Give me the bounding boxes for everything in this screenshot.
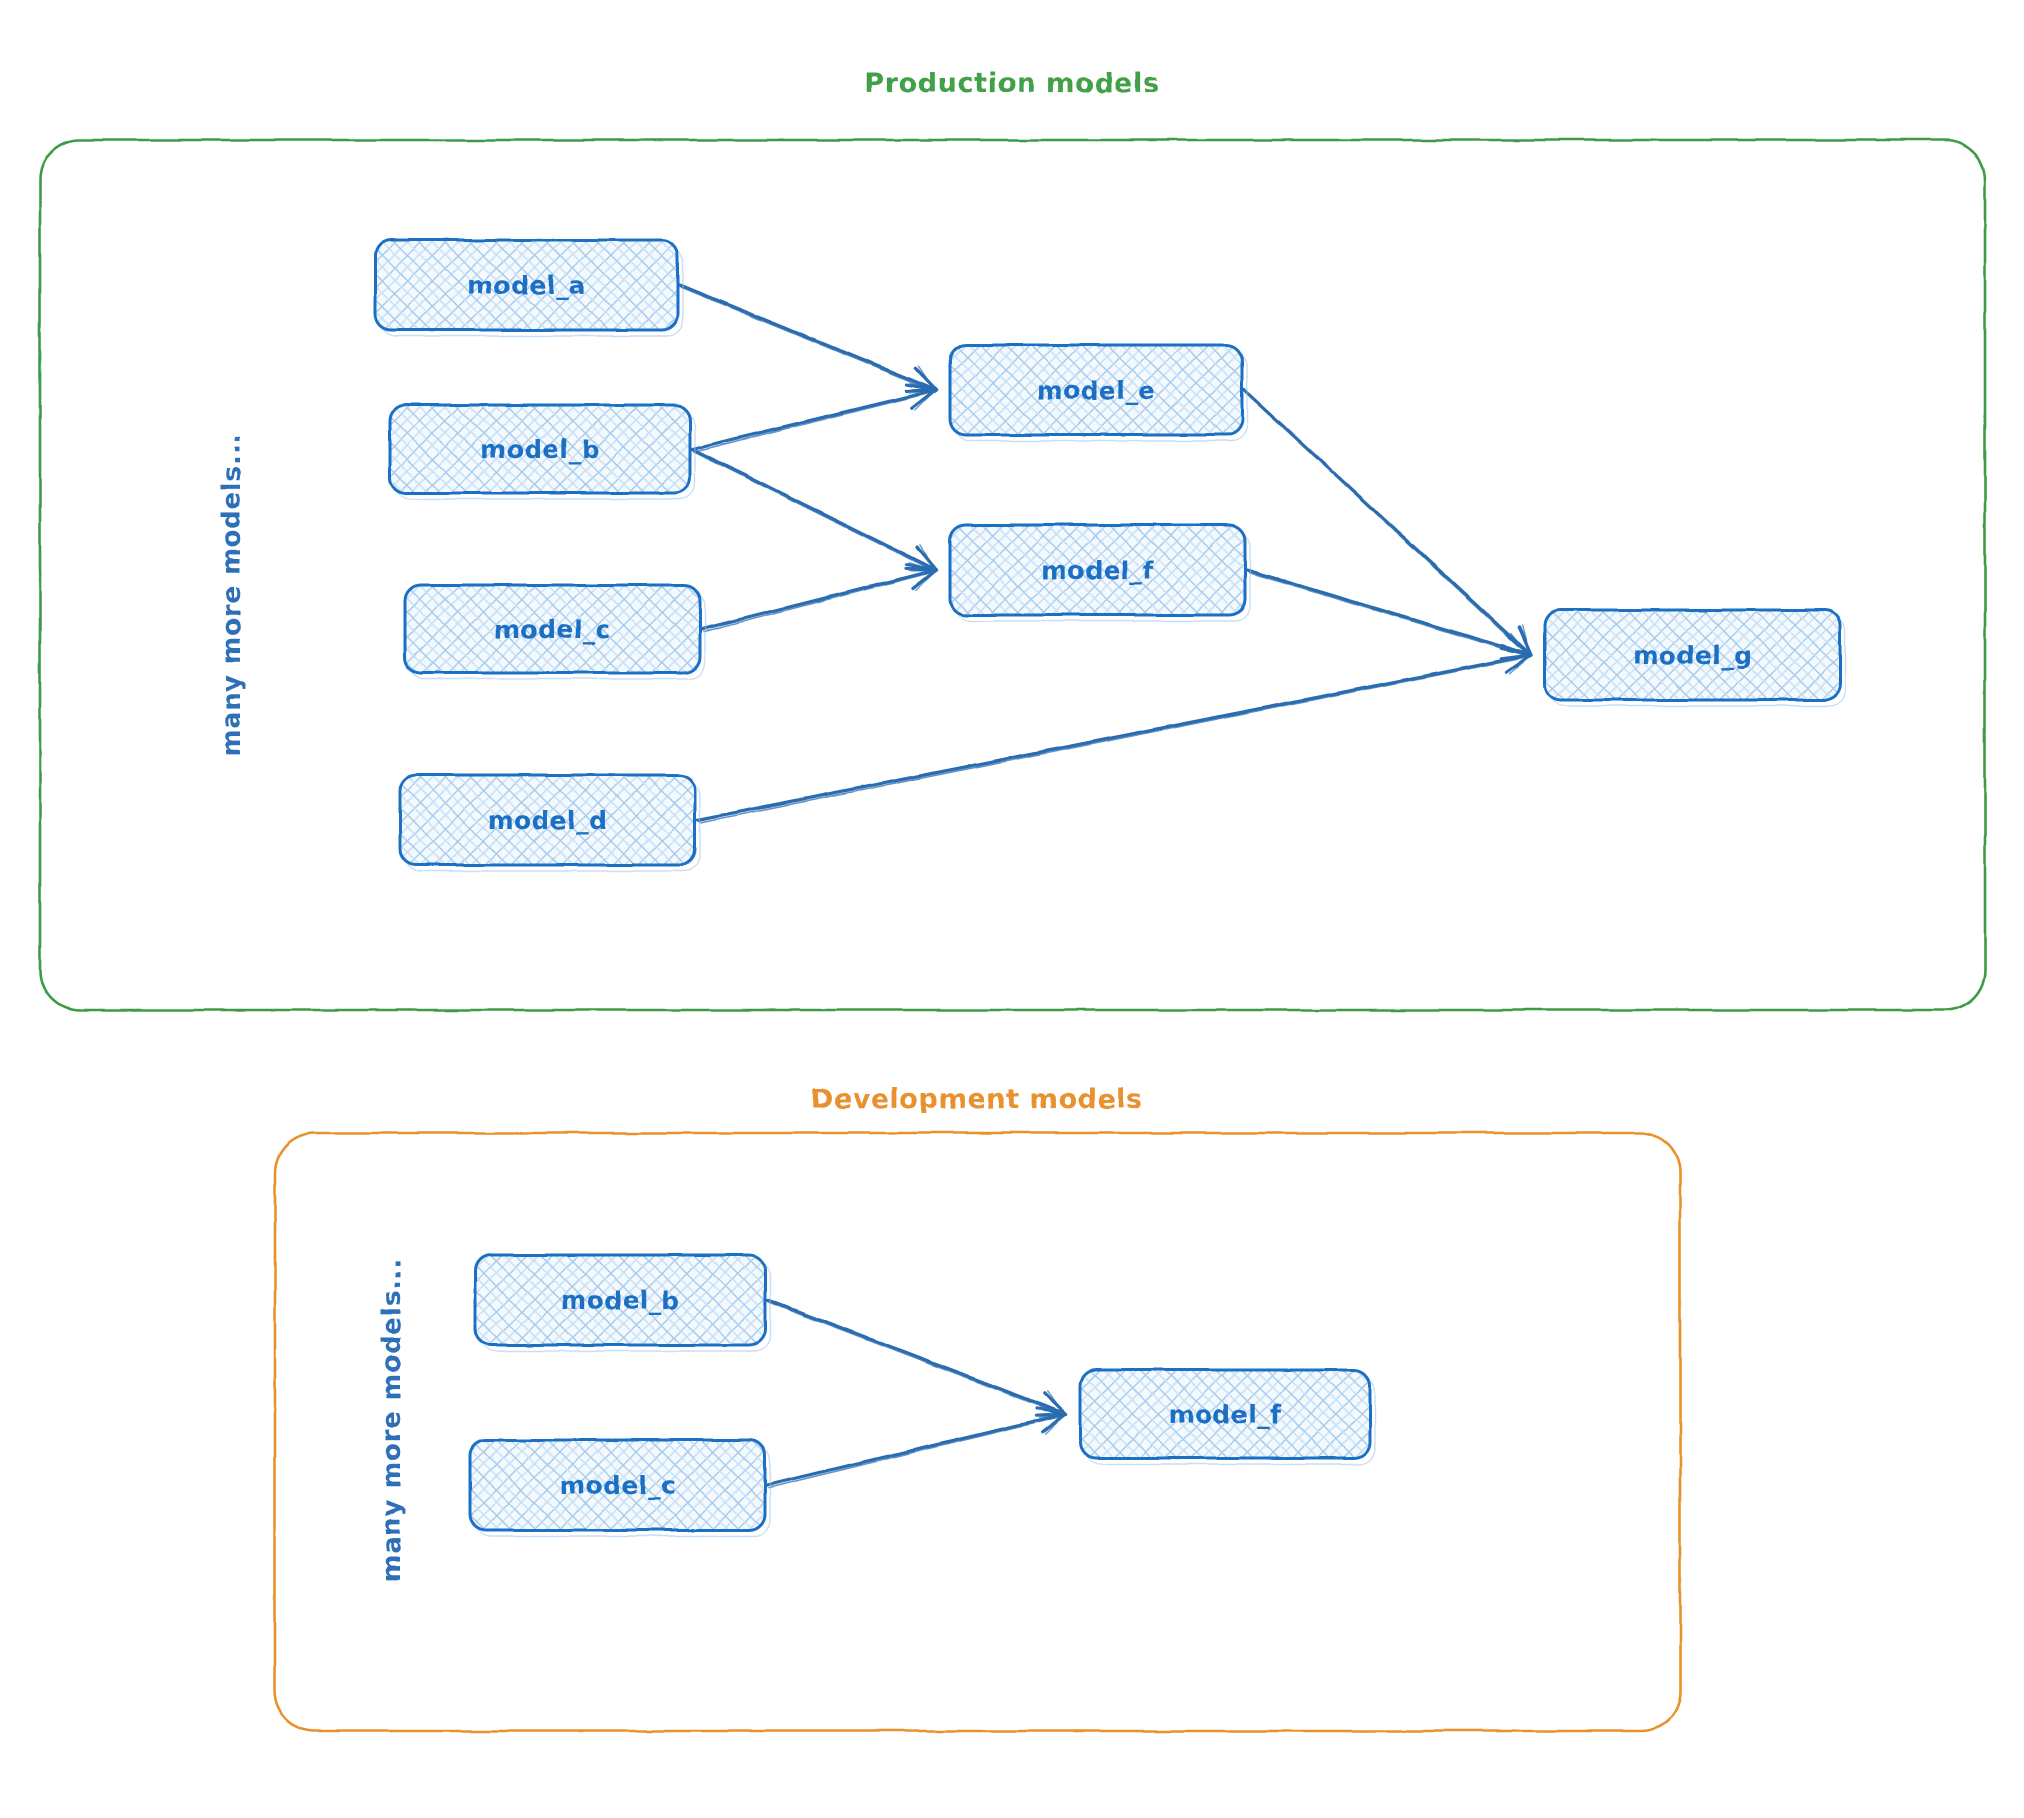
group-frame-development — [273, 1131, 1682, 1733]
node-dev_c[interactable]: model_c — [468, 1438, 771, 1537]
node-box[interactable] — [473, 1253, 767, 1347]
node-box[interactable] — [373, 238, 680, 332]
edge-prod_c-to-prod_f — [700, 562, 938, 633]
node-prod_g[interactable]: model_g — [1543, 608, 1846, 707]
node-box[interactable] — [388, 403, 692, 495]
node-dev_b[interactable]: model_b — [473, 1253, 771, 1352]
node-prod_e[interactable]: model_e — [948, 343, 1248, 442]
node-label: model_g — [1633, 641, 1753, 670]
node-label: model_d — [488, 806, 608, 835]
node-prod_b[interactable]: model_b — [388, 403, 696, 500]
nodes-layer: model_a model_b model_c model_d model_emodel… — [373, 238, 1846, 1537]
node-label: model_f — [1169, 1400, 1283, 1429]
group-title-production: Production models — [864, 68, 1159, 99]
side-label-development: many more models... — [377, 1258, 407, 1582]
group-frames-layer — [38, 138, 1987, 1733]
edge-prod_e-to-prod_g — [1242, 388, 1533, 658]
edge-prod_d-to-prod_g — [695, 645, 1533, 824]
node-prod_a[interactable]: model_a — [373, 238, 684, 337]
edge-dev_c-to-dev_f — [765, 1405, 1068, 1489]
edge-prod_a-to-prod_e — [678, 283, 938, 394]
node-label: model_b — [560, 1286, 680, 1315]
node-label: model_e — [1037, 376, 1156, 405]
node-prod_c[interactable]: model_c — [403, 583, 706, 680]
node-prod_d[interactable]: model_d — [398, 773, 701, 872]
node-prod_f[interactable]: model_f — [948, 523, 1251, 622]
node-label: model_b — [480, 435, 600, 464]
node-label: model_c — [494, 615, 611, 644]
group-title-development: Development models — [811, 1084, 1143, 1115]
node-dev_f[interactable]: model_f — [1078, 1368, 1376, 1465]
node-label: model_c — [559, 1471, 676, 1500]
node-label: model_f — [1041, 556, 1155, 585]
node-box[interactable] — [398, 773, 697, 867]
edge-prod_b-to-prod_e — [690, 381, 938, 453]
node-box[interactable] — [403, 583, 702, 675]
node-box[interactable] — [468, 1438, 767, 1532]
edge-prod_b-to-prod_f — [690, 447, 938, 573]
node-box[interactable] — [948, 343, 1244, 437]
node-box[interactable] — [1078, 1368, 1372, 1460]
node-box[interactable] — [1543, 608, 1842, 702]
group-frame-production — [38, 138, 1987, 1012]
edges-layer — [678, 283, 1533, 1489]
labels-layer: Production models many more models... Deve… — [217, 68, 1159, 1582]
node-label: model_a — [467, 271, 586, 300]
node-box[interactable] — [948, 523, 1247, 617]
edge-dev_b-to-dev_f — [765, 1298, 1068, 1419]
side-label-production: many more models... — [217, 433, 247, 757]
